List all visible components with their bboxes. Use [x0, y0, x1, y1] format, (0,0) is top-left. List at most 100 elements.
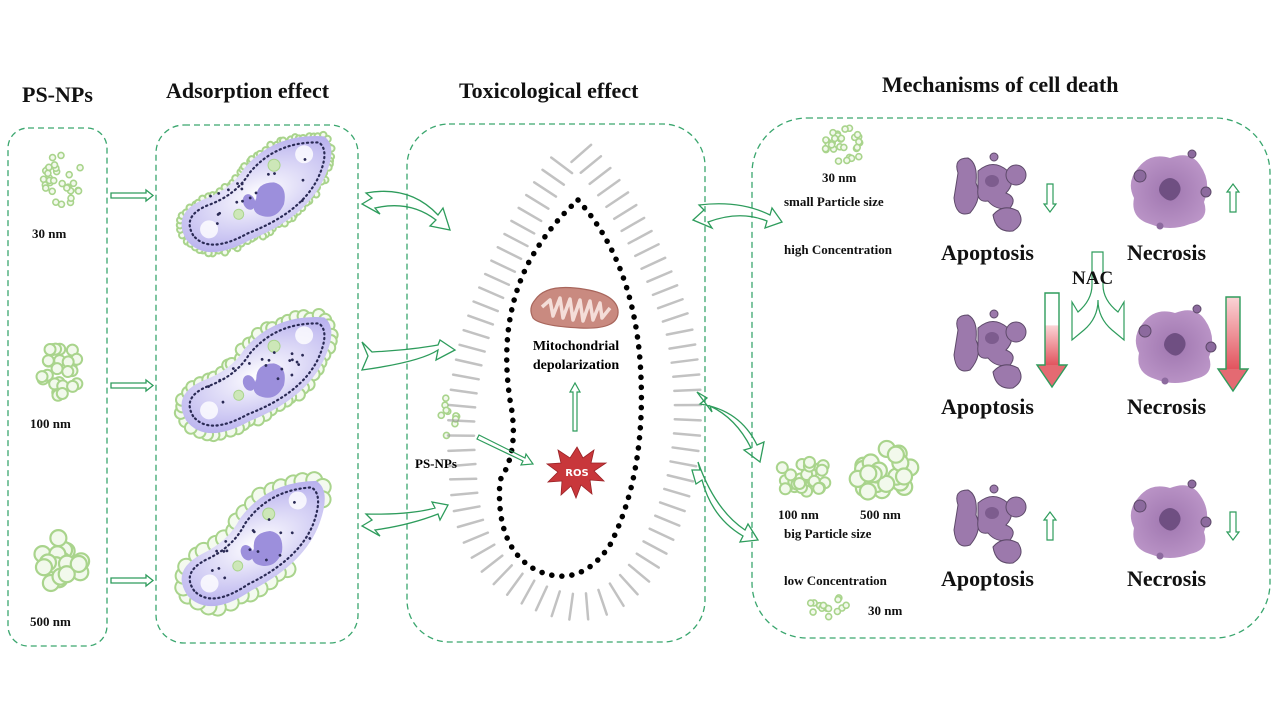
granule: [224, 540, 228, 543]
particle: [830, 134, 839, 143]
entry-particles: [437, 394, 461, 440]
granule: [210, 569, 214, 572]
bottom-necrotic-cell-icon: [1130, 479, 1212, 560]
cilium: [541, 168, 566, 186]
apoptotic-nucleus: [985, 507, 999, 519]
granule: [290, 373, 294, 377]
particle: [886, 445, 905, 464]
granule: [225, 549, 229, 553]
apoptotic-body: [992, 207, 1022, 232]
apoptotic-body: [1005, 496, 1027, 518]
mitochondrion-icon: [530, 286, 619, 329]
cilium: [584, 592, 590, 621]
apoptotic-body: [989, 309, 999, 319]
particle: [76, 163, 84, 172]
arrow-500nm: [110, 573, 155, 588]
granule: [273, 172, 276, 175]
granule: [248, 362, 251, 365]
apoptotic-body: [977, 321, 1014, 367]
top-necrotic-cell-icon: [1130, 149, 1212, 230]
particle: [812, 481, 826, 495]
particle: [827, 141, 836, 149]
adsorption-panel: [155, 124, 359, 644]
bottom-size-a-label: 100 nm: [778, 507, 819, 522]
cilium: [483, 272, 511, 287]
granule: [293, 500, 296, 504]
bottom-necrosis-label: Necrosis: [1127, 566, 1207, 591]
middle-apoptosis-level-arrow-icon: [1035, 292, 1069, 389]
particle: [55, 387, 69, 401]
particle: [66, 379, 80, 393]
particles-100nm: [35, 342, 84, 402]
apoptotic-body: [1005, 321, 1027, 343]
apoptotic-body: [992, 364, 1022, 389]
particle: [842, 601, 850, 610]
cilium: [525, 193, 550, 210]
arrow-100nm: [110, 378, 155, 393]
granule: [236, 182, 239, 185]
apoptotic-body: [953, 489, 979, 547]
cilium: [472, 300, 499, 313]
granule: [251, 529, 255, 532]
middle-necrosis-level-arrow-icon: [1216, 296, 1250, 393]
cell-micronucleus: [242, 194, 256, 210]
bottom-apoptosis-trend-arrow-icon: [1042, 511, 1058, 541]
apoptotic-body: [953, 314, 979, 372]
cilium: [608, 582, 625, 608]
top-apoptosis-label: Apoptosis: [941, 240, 1034, 265]
granule: [272, 351, 276, 354]
cilium: [549, 156, 574, 175]
granule: [290, 358, 294, 362]
particle: [843, 156, 851, 165]
contractile-vacuole: [295, 326, 314, 345]
cilium: [618, 573, 639, 596]
bottom-apoptotic-cell-icon: [953, 484, 1027, 564]
granule: [264, 364, 268, 367]
bottom-size-b-label: 500 nm: [860, 507, 901, 522]
paramecium-cilia: [446, 143, 703, 621]
apoptotic-body: [977, 164, 1014, 210]
top-size-label: 30 nm: [822, 170, 857, 185]
cilium: [480, 554, 504, 573]
particles-30nm: [39, 151, 84, 209]
curved-arrows-right: [691, 203, 784, 543]
particle: [61, 365, 75, 379]
particle: [809, 608, 817, 616]
level-outline: [1216, 296, 1250, 393]
ros-up-arrow: [568, 381, 582, 432]
particle: [63, 184, 71, 192]
cilium: [670, 358, 699, 364]
nac-label: NAC: [1072, 268, 1114, 289]
granule: [290, 531, 294, 535]
necrotic-bleb: [1161, 377, 1169, 385]
cell-pellicle: [188, 141, 326, 246]
particle: [894, 467, 914, 486]
particle: [35, 370, 49, 384]
ps-nps-size-500: 500 nm: [30, 614, 71, 629]
apoptotic-body: [989, 484, 999, 494]
cilium: [640, 256, 667, 270]
granule: [260, 357, 264, 361]
particles-500nm: [33, 528, 91, 593]
contractile-vacuole: [288, 491, 307, 510]
paramecium-membrane: [496, 196, 645, 579]
contractile-vacuole: [200, 401, 219, 420]
ps-nps-size-30: 30 nm: [32, 226, 67, 241]
cilium: [492, 564, 514, 586]
ros-burst-icon: [545, 446, 608, 500]
particle: [834, 157, 843, 165]
granule: [222, 549, 226, 553]
necrotic-bleb: [1156, 222, 1164, 230]
mito-label-line2: depolarization: [533, 358, 620, 373]
mech-particles-30nm: [821, 124, 864, 165]
top-necrosis-trend-arrow-icon: [1225, 183, 1241, 213]
granule: [218, 378, 222, 382]
apoptotic-nucleus: [985, 332, 999, 344]
cilium: [454, 358, 483, 367]
top-particle-label: small Particle size: [784, 194, 884, 209]
granule: [295, 360, 299, 364]
particle: [69, 554, 88, 574]
cilium: [627, 229, 653, 245]
granule: [240, 182, 244, 186]
